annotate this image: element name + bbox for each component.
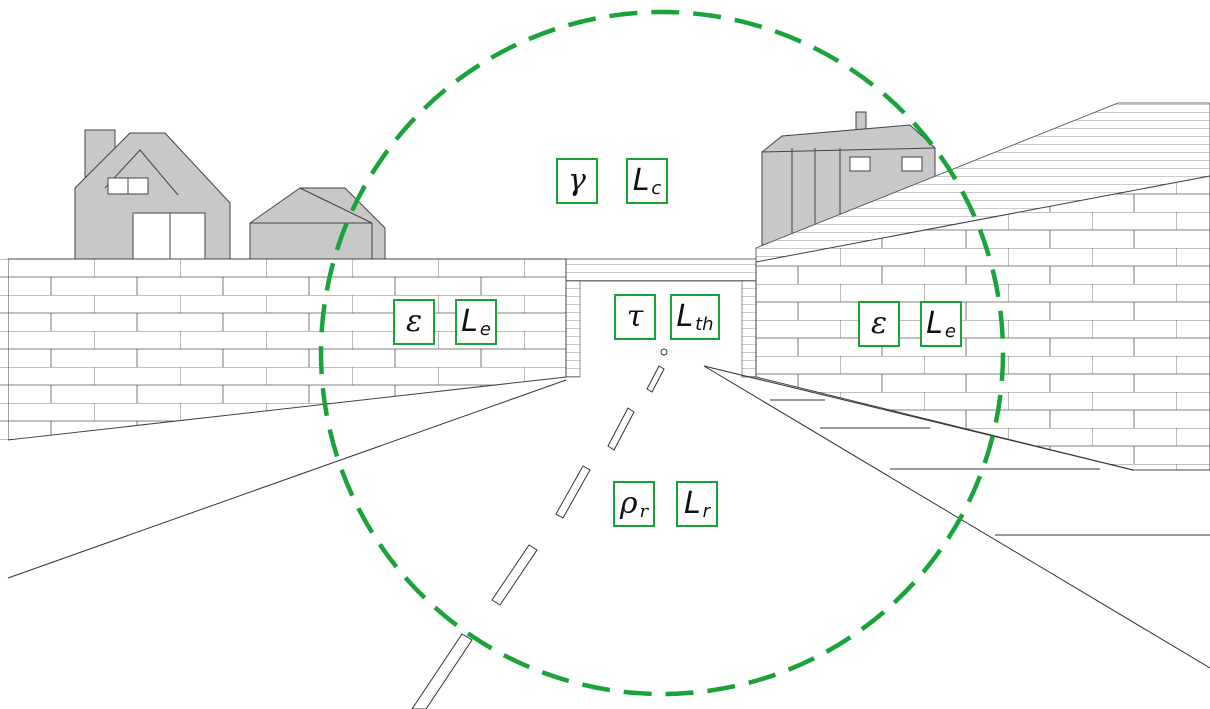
label-subscript: e xyxy=(945,323,956,341)
label-symbol: ε xyxy=(406,307,422,337)
label-symbol: L xyxy=(461,307,478,337)
left-house-icon xyxy=(75,130,230,259)
label-road-luminance: L r xyxy=(676,481,718,527)
label-symbol: L xyxy=(676,302,693,332)
label-subscript: th xyxy=(695,316,713,334)
label-subscript: r xyxy=(703,503,710,521)
label-symbol: L xyxy=(633,166,650,196)
label-tunnel-luminance: L th xyxy=(670,294,720,340)
label-subscript: e xyxy=(480,321,491,339)
label-sky-luminance: L c xyxy=(626,158,668,204)
label-symbol: ρ xyxy=(620,489,638,519)
label-right-wall-epsilon: ε xyxy=(858,301,900,347)
label-road-rho: ρ r xyxy=(613,481,655,527)
label-symbol: γ xyxy=(568,166,586,196)
label-tunnel-tau: τ xyxy=(614,294,656,340)
tunnel-portal xyxy=(566,259,756,377)
label-symbol: ε xyxy=(871,309,887,339)
left-brick-wall xyxy=(0,259,566,441)
label-left-wall-luminance: L e xyxy=(455,299,497,345)
label-right-wall-luminance: L e xyxy=(920,301,962,347)
label-symbol: τ xyxy=(627,302,644,332)
label-left-wall-epsilon: ε xyxy=(393,299,435,345)
label-sky-gamma: γ xyxy=(556,158,598,204)
label-symbol: L xyxy=(684,489,701,519)
label-subscript: c xyxy=(651,180,661,198)
label-symbol: L xyxy=(926,309,943,339)
left-shed-icon xyxy=(250,188,385,259)
road-centre-dashes xyxy=(412,366,664,709)
label-subscript: r xyxy=(640,503,649,521)
